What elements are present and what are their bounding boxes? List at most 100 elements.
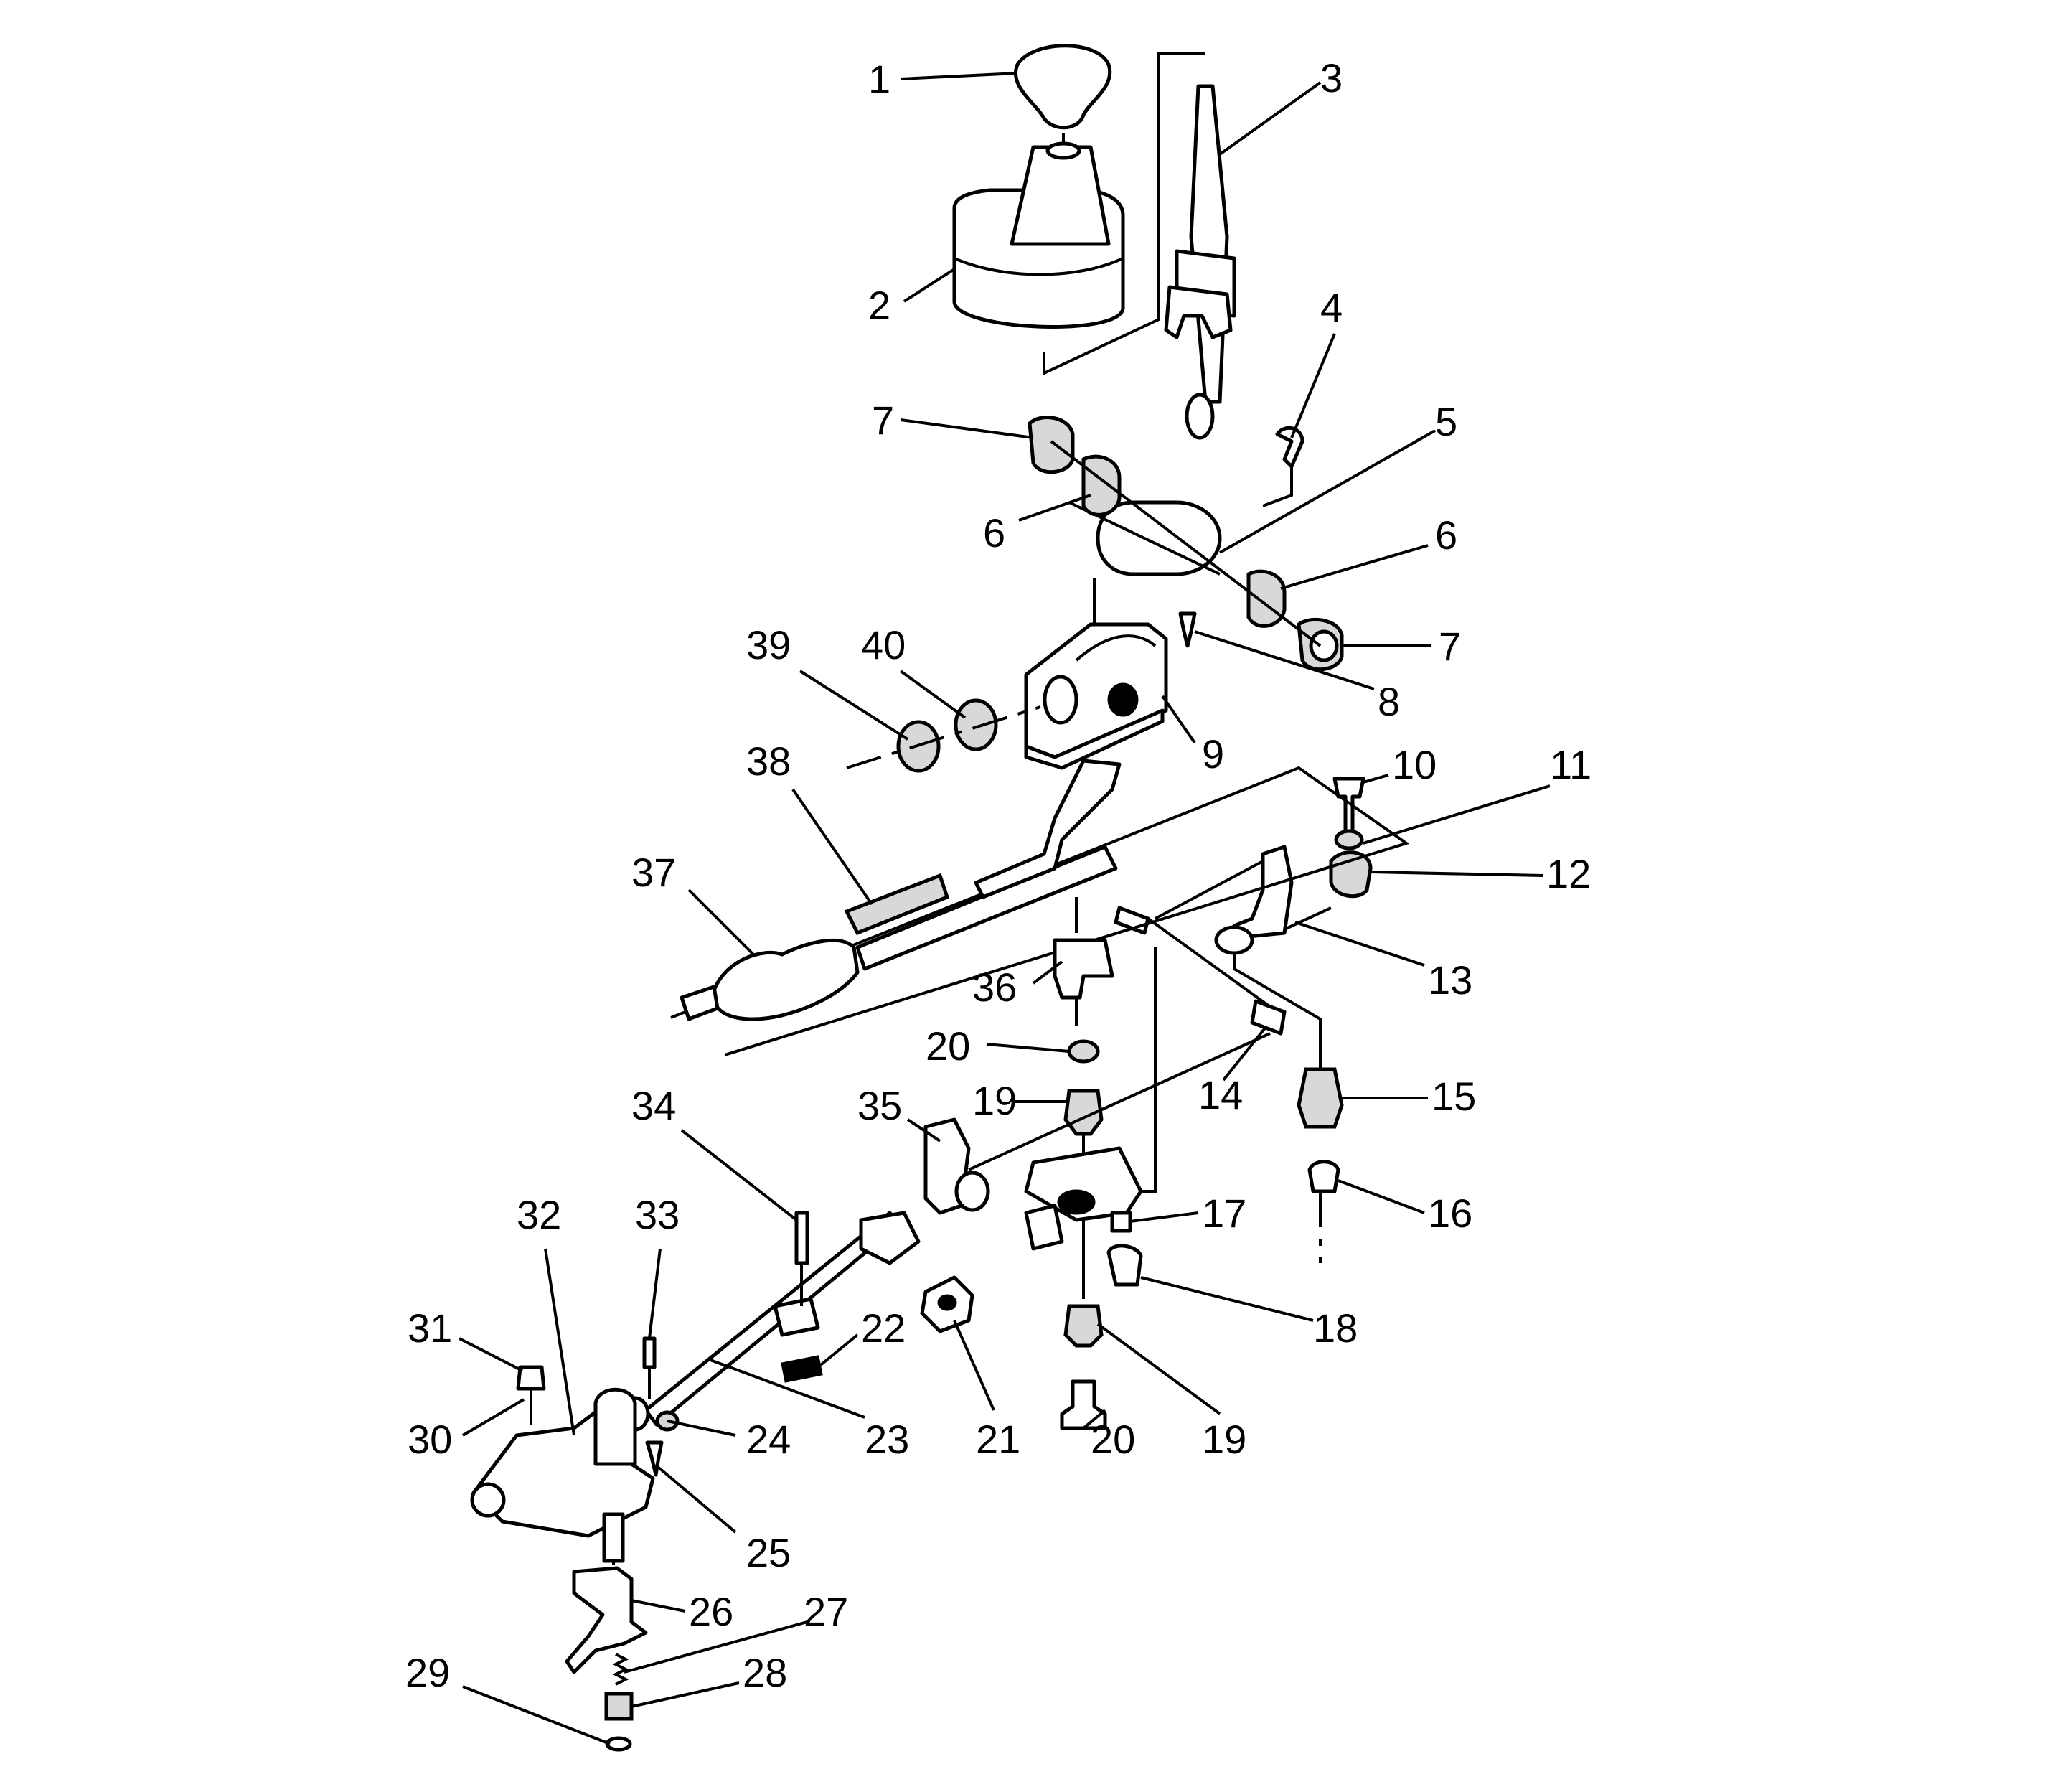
callout-36: 36	[972, 965, 1017, 1010]
leader-29	[462, 1685, 611, 1745]
shift-rod-collar	[773, 1297, 820, 1337]
cable-end-fork	[1164, 285, 1233, 339]
leader-40	[899, 670, 967, 719]
shift-boot-top	[1010, 145, 1111, 246]
u-clip	[1106, 1244, 1143, 1287]
callout-27: 27	[804, 1589, 848, 1634]
leader-39	[799, 670, 909, 741]
leader-11	[1363, 784, 1551, 845]
callout-14: 14	[1198, 1072, 1243, 1117]
housing-shaft-body	[602, 1512, 625, 1563]
leader-6-left	[1018, 494, 1091, 522]
shifter-base-plate	[1024, 708, 1165, 770]
leader-3	[1218, 81, 1322, 156]
callout-labels: 1 2 3 4 5 6 6 7 7 8 9 10 11 12 13 14 15 …	[405, 55, 1592, 1695]
housing-screw	[645, 1440, 664, 1477]
callout-33: 33	[635, 1192, 680, 1237]
roll-pin	[794, 1211, 809, 1265]
callout-29: 29	[405, 1650, 450, 1695]
callout-34: 34	[631, 1083, 676, 1128]
callout-38: 38	[746, 738, 791, 784]
callout-32: 32	[517, 1192, 561, 1237]
small-nut	[1110, 1211, 1132, 1233]
lever-bracket-rod	[968, 1032, 1271, 1171]
leader-9	[1161, 695, 1196, 744]
leader-37	[687, 888, 755, 956]
leader-14	[1222, 1025, 1268, 1082]
boot-seam	[954, 257, 1124, 276]
retaining-clip	[1275, 426, 1304, 469]
leader-31	[459, 1337, 523, 1372]
leader-7-left	[900, 418, 1034, 439]
end-cap-left	[1028, 416, 1075, 474]
callout-35: 35	[857, 1083, 902, 1128]
detent-washer	[605, 1736, 632, 1752]
callout-31: 31	[408, 1305, 452, 1351]
shaft-bushing-inner	[954, 698, 998, 751]
bolt-lower	[1060, 1379, 1107, 1430]
leader-32	[544, 1248, 575, 1436]
callout-12: 12	[1546, 851, 1591, 896]
callout-22: 22	[861, 1305, 906, 1351]
leader-36	[1032, 960, 1063, 985]
pivot-lever	[1096, 500, 1222, 576]
callout-18: 18	[1313, 1305, 1358, 1351]
spring-bushing-lower	[1063, 1304, 1104, 1348]
leader-27	[624, 1620, 808, 1674]
callout-6-right: 6	[1435, 512, 1457, 558]
shaft-clamp	[1329, 850, 1373, 899]
mount-washer	[1334, 829, 1364, 850]
leader-19-lower	[1096, 1323, 1221, 1415]
callout-28: 28	[743, 1650, 787, 1695]
leader-8	[1194, 630, 1375, 690]
leader-4	[1290, 333, 1336, 438]
leader-26	[631, 1599, 686, 1613]
callout-1: 1	[868, 57, 890, 102]
end-cap-bore	[1309, 629, 1339, 662]
dowel-pin	[642, 1336, 657, 1369]
base-boss	[1107, 682, 1139, 717]
callout-25: 25	[746, 1530, 791, 1575]
shift-rod-yoke	[859, 1211, 921, 1265]
leader-34	[680, 1129, 798, 1221]
callout-24: 24	[746, 1417, 791, 1462]
components	[470, 44, 1410, 1752]
linkage-rod-end	[1250, 999, 1287, 1036]
callout-19-lower: 19	[1202, 1417, 1246, 1462]
leader-23	[710, 1359, 865, 1419]
callout-8: 8	[1378, 679, 1400, 724]
leader-6-right	[1280, 544, 1429, 590]
shift-knob	[1014, 44, 1112, 130]
leader-1	[900, 72, 1018, 80]
linkage-rod	[1147, 917, 1279, 1013]
callout-2: 2	[868, 283, 890, 328]
callout-10: 10	[1392, 742, 1437, 787]
callout-40: 40	[861, 622, 906, 667]
plate-to-rod	[1141, 947, 1157, 1193]
leader-33	[648, 1248, 662, 1339]
callout-21: 21	[976, 1417, 1020, 1462]
callout-16: 16	[1428, 1191, 1472, 1236]
callout-23: 23	[865, 1417, 909, 1462]
washer-upper	[1067, 1039, 1100, 1064]
leader-16	[1338, 1179, 1425, 1214]
cv-joint-stub	[680, 985, 720, 1021]
leader-38	[791, 788, 873, 906]
callout-20-lower: 20	[1091, 1417, 1135, 1462]
callout-7-left: 7	[872, 398, 894, 443]
leader-10	[1363, 774, 1389, 784]
spring-clip	[1307, 1160, 1340, 1193]
callout-11: 11	[1550, 742, 1592, 787]
callout-15: 15	[1432, 1074, 1476, 1119]
housing-bolt	[516, 1365, 546, 1391]
spring-bushing	[1297, 1067, 1344, 1129]
housing-boss	[470, 1482, 506, 1518]
support-bracket	[1053, 938, 1114, 1000]
leader-24	[667, 1420, 736, 1437]
pivot-axis	[1050, 440, 1322, 647]
leader-30	[461, 1398, 525, 1437]
callout-6-left: 6	[983, 510, 1005, 555]
leader-35	[906, 1118, 941, 1143]
leader-2	[903, 268, 956, 303]
